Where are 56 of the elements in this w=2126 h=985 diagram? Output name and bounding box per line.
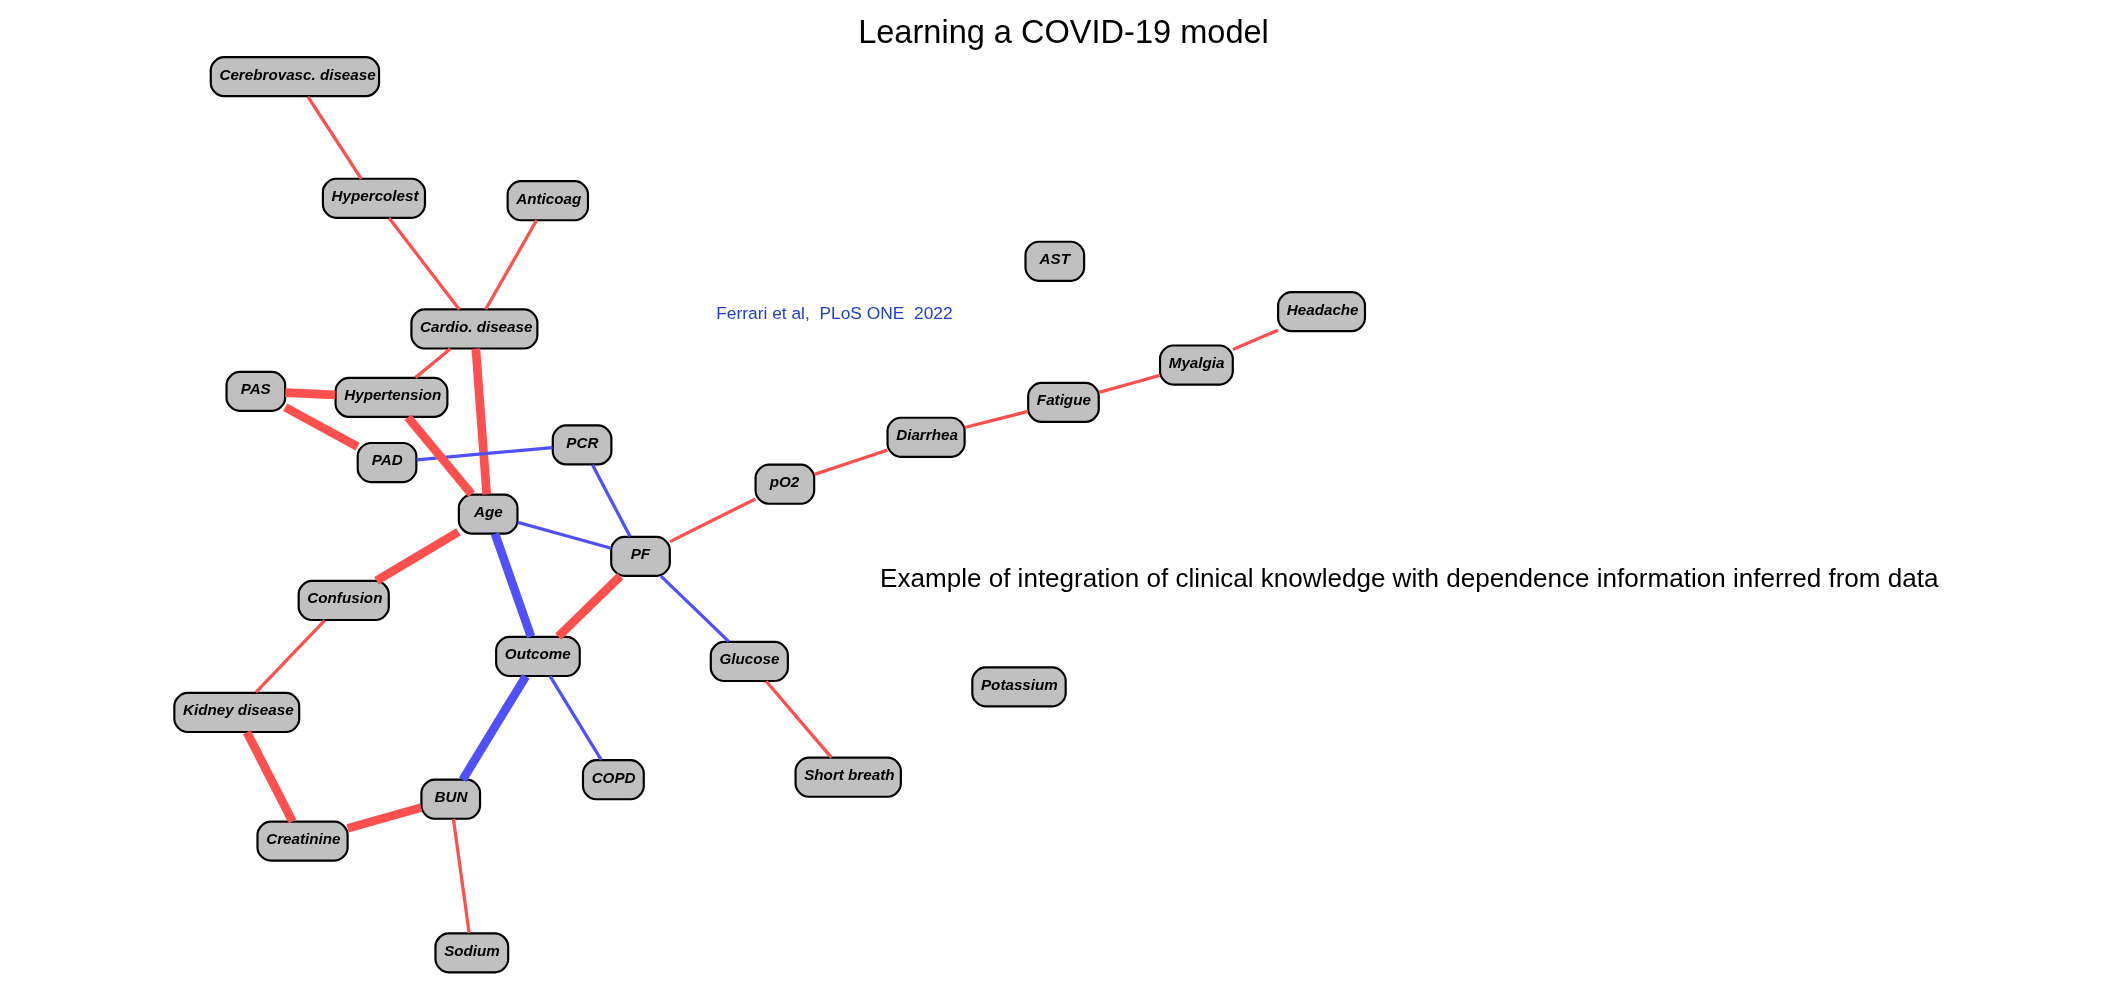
node-box: Glucose	[709, 640, 789, 683]
connector	[963, 409, 1028, 430]
node-box: PAD	[356, 441, 417, 484]
node-box: BUN	[419, 778, 481, 820]
connector	[254, 619, 326, 694]
node-box: Outcome	[494, 635, 581, 678]
node-box: Age	[457, 493, 519, 535]
node-box: PF	[609, 535, 671, 577]
node-box: Confusion	[297, 579, 390, 622]
connector	[590, 463, 631, 538]
node-box: Kidney disease	[172, 691, 300, 734]
connector	[1231, 328, 1279, 351]
connector	[1098, 373, 1160, 394]
connector	[548, 675, 603, 761]
connector	[458, 673, 530, 782]
node-box: Potassium	[970, 666, 1067, 708]
node-box: PAS	[224, 370, 286, 412]
connector	[490, 532, 535, 639]
node-box: Creatinine	[255, 820, 349, 862]
connector	[404, 414, 475, 497]
connector	[483, 219, 538, 311]
connector	[413, 347, 451, 379]
connector	[345, 803, 422, 833]
connector	[764, 680, 833, 759]
label: Example of integration of clinical knowledge with dependence information inferred from data	[879, 563, 1938, 594]
node-box: Hypercolest	[321, 177, 426, 219]
node-box: Anticoag	[506, 180, 589, 222]
connector	[668, 497, 756, 544]
node-box: Sodium	[433, 932, 509, 974]
connector	[554, 573, 623, 640]
node-box: COPD	[581, 759, 645, 801]
connector	[451, 818, 471, 934]
node-box: pO2	[753, 463, 815, 505]
node-box: PCR	[551, 424, 612, 466]
connector	[306, 95, 363, 180]
node-box: Hypertension	[333, 376, 448, 419]
node-box: Short breath	[793, 756, 902, 798]
node-box: Myalgia	[1158, 344, 1234, 386]
label: Ferrari et al, PLoS ONE 2022	[715, 302, 953, 323]
connector	[387, 217, 461, 311]
node-box: Diarrhea	[885, 416, 966, 458]
connector	[284, 388, 335, 400]
node-box: AST	[1023, 240, 1085, 282]
node-box: Cardio. disease	[409, 308, 538, 350]
connector	[373, 528, 461, 585]
connector	[415, 445, 553, 462]
node-box: Cerebrovasc. disease	[209, 56, 380, 98]
connector	[242, 730, 296, 824]
connector	[471, 348, 491, 495]
connector	[659, 574, 730, 643]
connector	[282, 403, 360, 451]
connector	[813, 448, 888, 476]
node-box: Headache	[1276, 291, 1366, 333]
diagram-title: Learning a COVID-19 model	[857, 14, 1269, 50]
connector	[517, 520, 612, 550]
node-box: Fatigue	[1026, 381, 1100, 424]
